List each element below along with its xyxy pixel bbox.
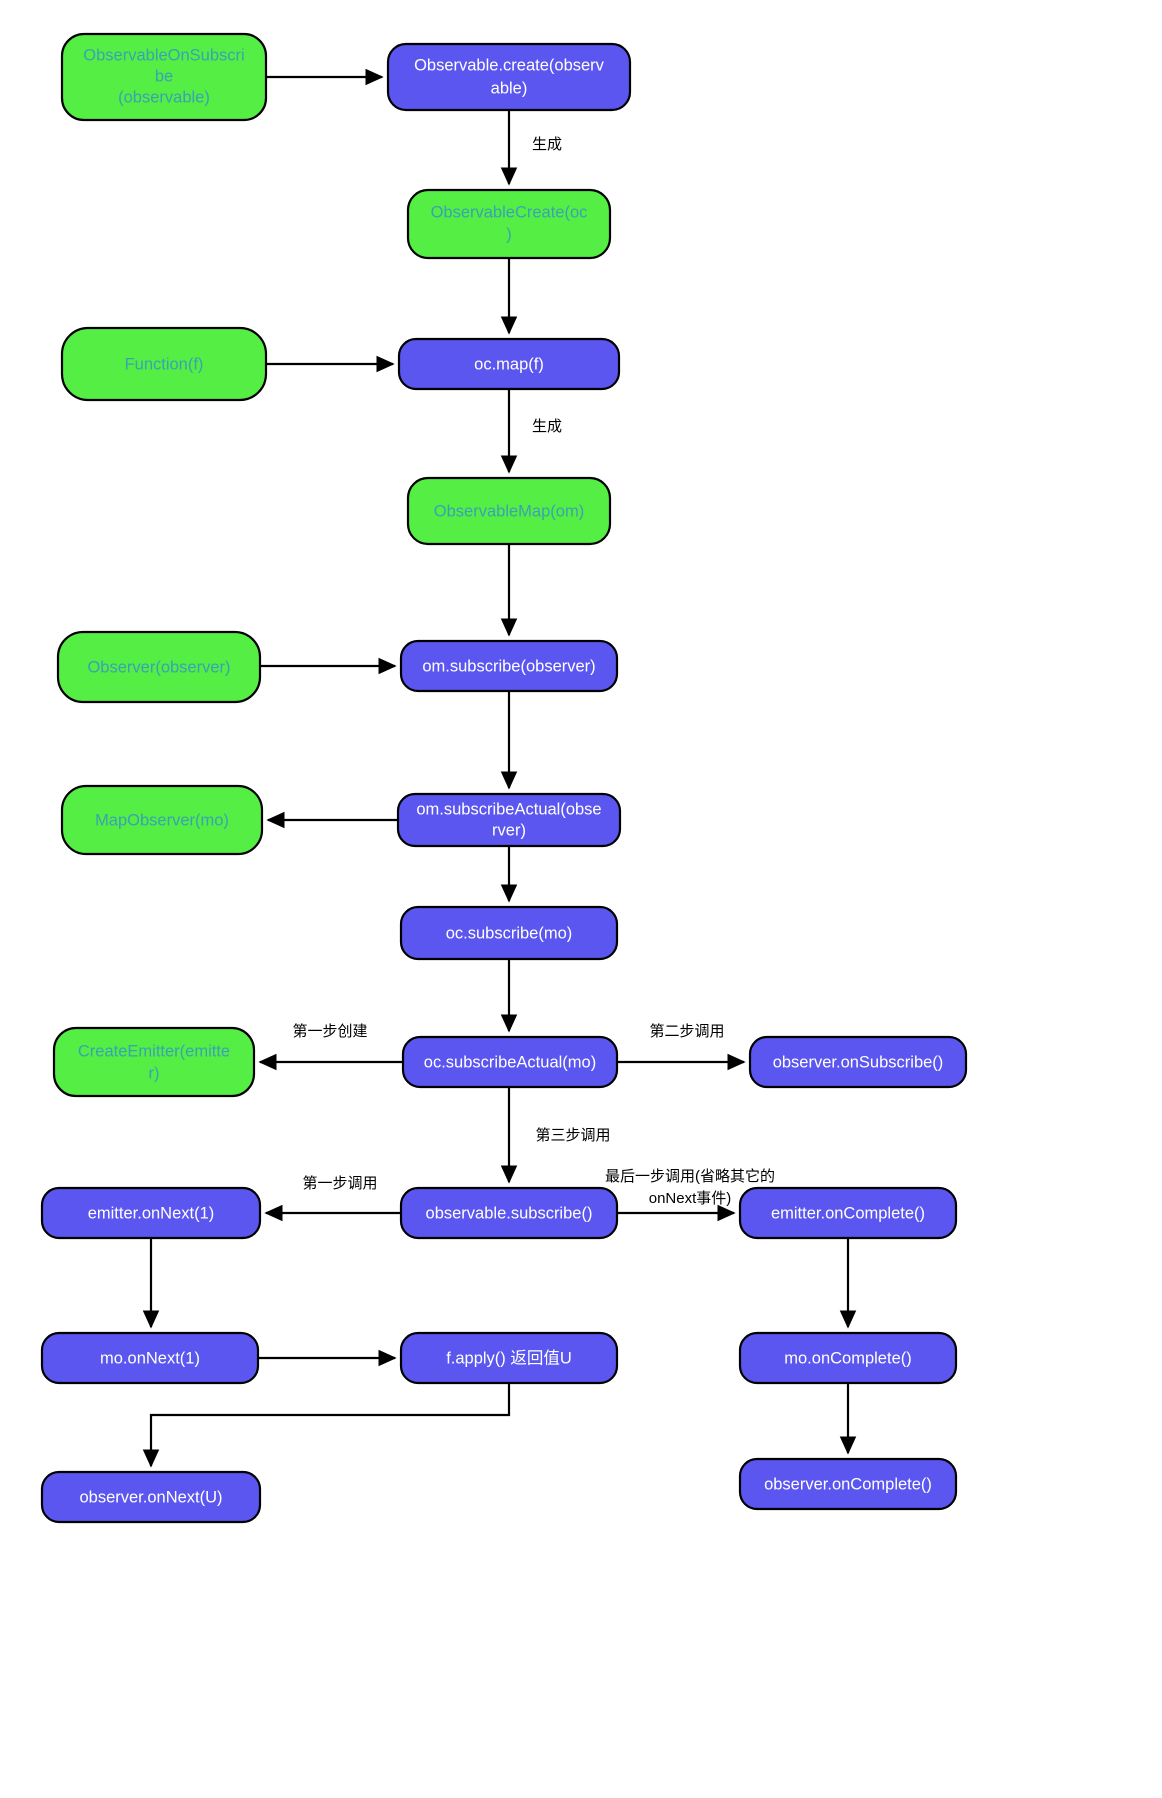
- node-label-line2: r): [149, 1064, 160, 1082]
- node-map-observer-mo[interactable]: MapObserver(mo): [60, 784, 264, 856]
- node-observable-create-oc[interactable]: ObservableCreate(oc ): [406, 188, 612, 260]
- node-observable-map-om[interactable]: ObservableMap(om): [406, 476, 612, 546]
- node-observer-on-subscribe[interactable]: observer.onSubscribe(): [748, 1035, 968, 1089]
- node-label: oc.subscribeActual(mo): [424, 1053, 596, 1071]
- node-label: Observer(observer): [87, 658, 230, 676]
- node-create-emitter[interactable]: CreateEmitter(emitte r): [52, 1026, 256, 1098]
- edge-label-sheng-cheng-2: 生成: [532, 418, 562, 435]
- node-observable-create-call[interactable]: Observable.create(observ able): [386, 42, 632, 112]
- node-emitter-on-next-1[interactable]: emitter.onNext(1): [40, 1186, 262, 1240]
- node-label-line2: ): [506, 225, 512, 243]
- edge-label-sheng-cheng-1: 生成: [532, 136, 562, 153]
- node-observer-on-complete[interactable]: observer.onComplete(): [738, 1457, 958, 1511]
- node-label: oc.map(f): [474, 355, 544, 373]
- edge-label-step1-create: 第一步创建: [292, 1022, 367, 1040]
- node-label-line3: (observable): [118, 88, 210, 106]
- node-label-line2: able): [491, 79, 528, 97]
- node-label: MapObserver(mo): [95, 811, 229, 829]
- edge-label-step1-call: 第一步调用: [302, 1174, 377, 1192]
- node-f-apply-return-u[interactable]: f.apply() 返回值U: [399, 1331, 619, 1385]
- edge-label-last-call-line1: 最后一步调用(省略其它的: [605, 1167, 775, 1185]
- node-observer-observer[interactable]: Observer(observer): [56, 630, 262, 704]
- node-oc-subscribe-actual-mo[interactable]: oc.subscribeActual(mo): [401, 1035, 619, 1089]
- node-observable-on-subscribe[interactable]: ObservableOnSubscri be (observable): [60, 32, 268, 122]
- node-oc-subscribe-mo[interactable]: oc.subscribe(mo): [399, 905, 619, 961]
- node-label: mo.onNext(1): [100, 1349, 200, 1367]
- node-label: mo.onComplete(): [784, 1349, 911, 1367]
- node-label: emitter.onNext(1): [88, 1204, 215, 1222]
- node-label: observable.subscribe(): [426, 1204, 593, 1222]
- node-function-f[interactable]: Function(f): [60, 326, 268, 402]
- node-label: observer.onNext(U): [79, 1488, 222, 1506]
- node-label: om.subscribe(observer): [422, 657, 595, 675]
- nodes-layer: ObservableOnSubscri be (observable) Obse…: [40, 32, 968, 1524]
- edge-fapply-to-observeronnext: [142, 1383, 511, 1468]
- node-om-subscribe-actual[interactable]: om.subscribeActual(obse rver): [396, 792, 622, 848]
- node-label: f.apply() 返回值U: [446, 1348, 572, 1367]
- node-mo-on-next-1[interactable]: mo.onNext(1): [40, 1331, 260, 1385]
- edge-label-step2-call: 第二步调用: [649, 1022, 724, 1040]
- node-emitter-on-complete[interactable]: emitter.onComplete(): [738, 1186, 958, 1240]
- node-label: ObservableMap(om): [434, 502, 584, 520]
- node-label-line2: be: [155, 67, 173, 85]
- node-label-line1: CreateEmitter(emitte: [78, 1042, 230, 1060]
- edges-layer: 生成 生成 第一步创建 第二步调用: [142, 68, 857, 1468]
- edge-label-last-call-line2: onNext事件): [649, 1190, 732, 1207]
- node-label: observer.onComplete(): [764, 1475, 932, 1493]
- node-label-line1: Observable.create(observ: [414, 56, 605, 74]
- node-label: Function(f): [125, 355, 204, 373]
- node-observable-subscribe[interactable]: observable.subscribe(): [399, 1186, 619, 1240]
- node-label-line1: om.subscribeActual(obse: [416, 800, 601, 818]
- edge-label-step3-call: 第三步调用: [535, 1126, 610, 1144]
- node-label-line1: ObservableCreate(oc: [431, 203, 588, 221]
- node-label-line2: rver): [492, 821, 526, 839]
- node-label: observer.onSubscribe(): [773, 1053, 944, 1071]
- node-label: emitter.onComplete(): [771, 1204, 925, 1222]
- node-observer-on-next-u[interactable]: observer.onNext(U): [40, 1470, 262, 1524]
- node-oc-map-f[interactable]: oc.map(f): [397, 337, 621, 391]
- node-label-line1: ObservableOnSubscri: [83, 46, 244, 64]
- node-mo-on-complete[interactable]: mo.onComplete(): [738, 1331, 958, 1385]
- node-label: oc.subscribe(mo): [446, 924, 573, 942]
- node-om-subscribe[interactable]: om.subscribe(observer): [399, 639, 619, 693]
